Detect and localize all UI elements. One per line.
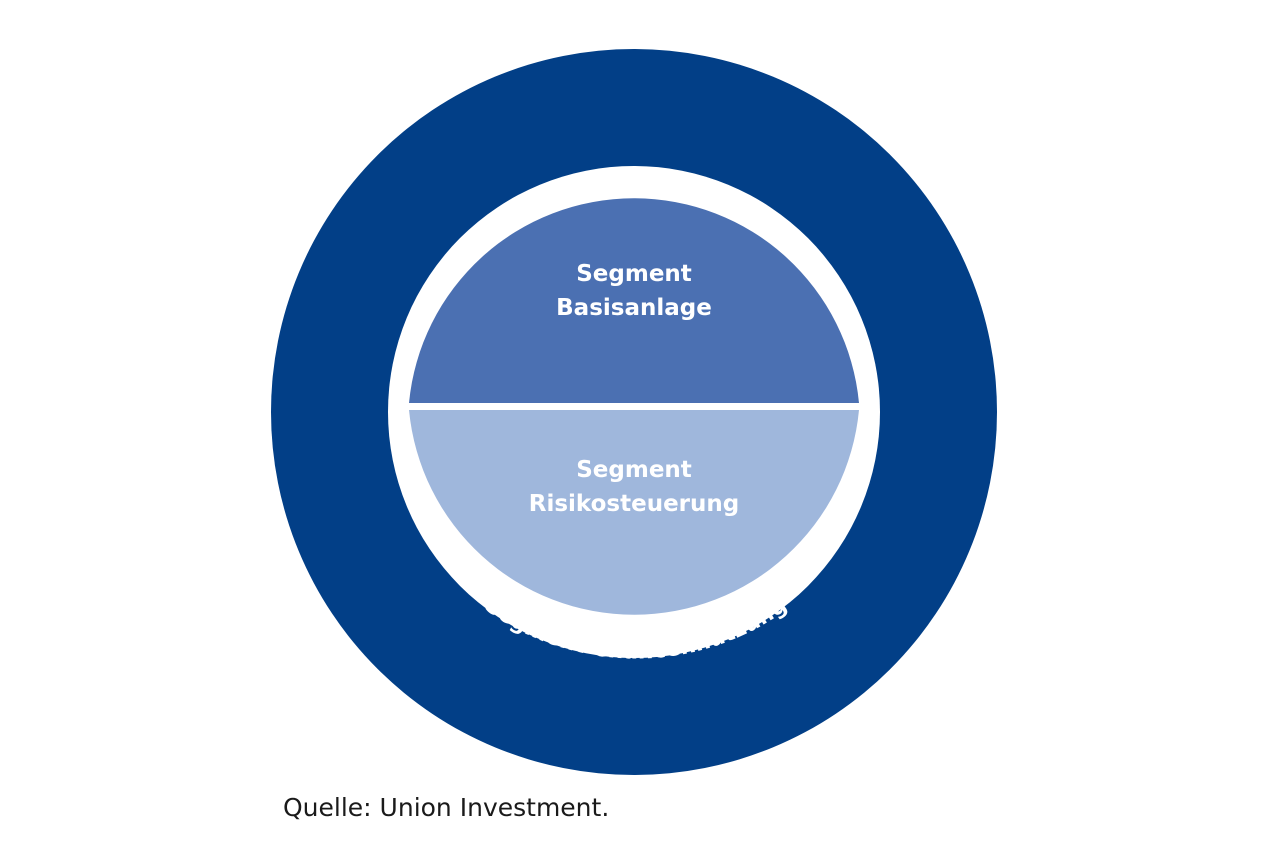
- segment-risikosteuerung: [409, 410, 859, 615]
- basisanlage-label-line1: Segment: [576, 261, 692, 287]
- source-note: Quelle: Union Investment.: [283, 793, 610, 822]
- risikosteuerung-label-line1: Segment: [576, 457, 692, 483]
- segment-basisanlage: [409, 198, 859, 403]
- basisanlage-label-line2: Basisanlage: [556, 295, 712, 321]
- risikosteuerung-label-line2: Risikosteuerung: [529, 491, 739, 517]
